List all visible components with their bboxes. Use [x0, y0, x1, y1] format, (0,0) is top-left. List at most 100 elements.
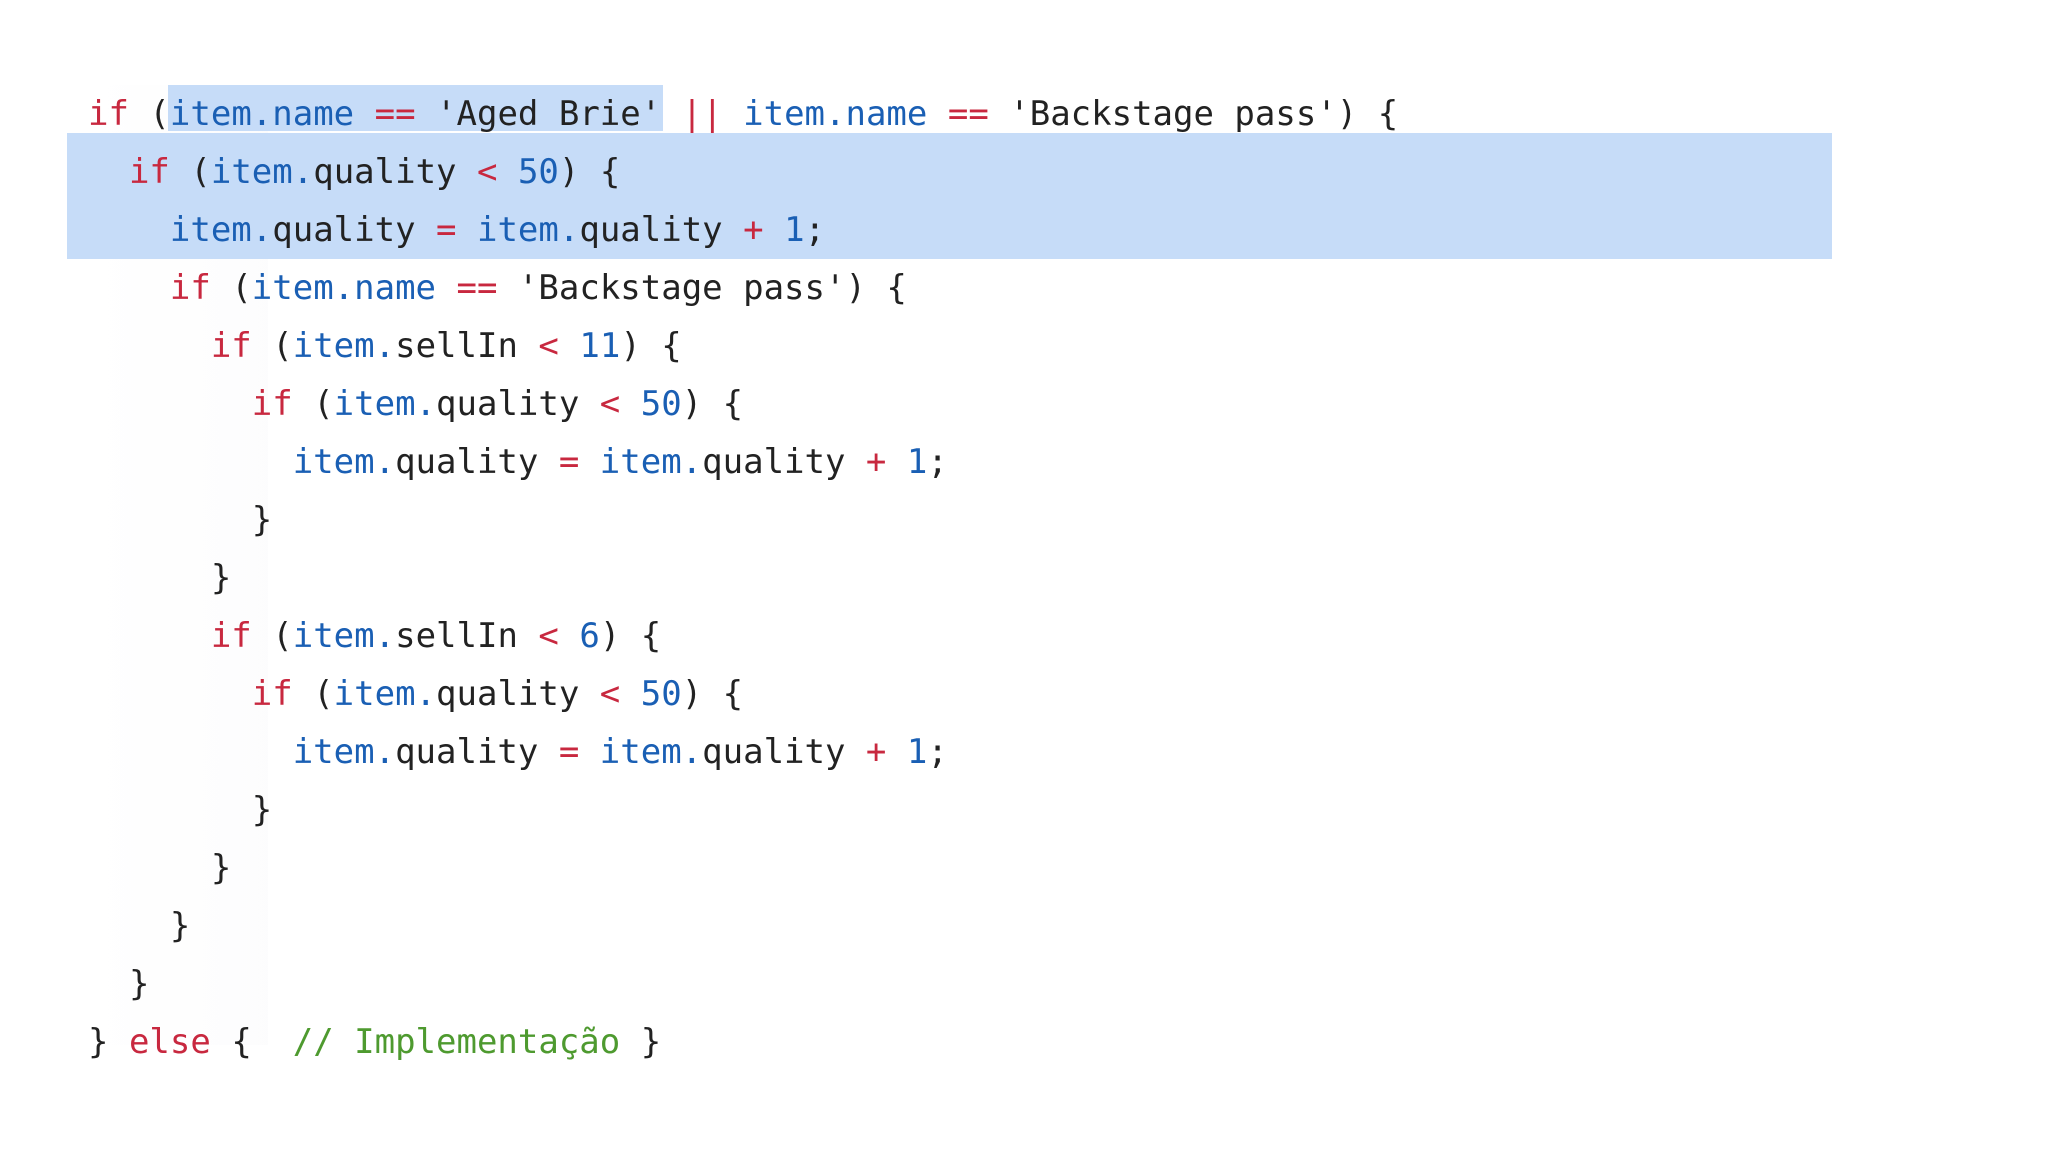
code-line[interactable]: if (item.sellIn < 6) {	[88, 607, 1398, 665]
code-token: ==	[947, 94, 989, 134]
code-line[interactable]: }	[88, 955, 1398, 1013]
code-token: <	[476, 152, 498, 192]
code-token: 11	[579, 326, 621, 366]
code-token: (	[128, 94, 170, 134]
code-token	[764, 210, 784, 250]
code-token	[436, 268, 456, 308]
code-token: 'Aged Brie'	[415, 94, 682, 134]
code-token: 1	[906, 442, 928, 482]
code-token: }	[88, 848, 232, 888]
code-token	[886, 442, 906, 482]
code-token	[927, 94, 947, 134]
code-token: ==	[374, 94, 416, 134]
code-token: (	[251, 616, 293, 656]
code-token: =	[558, 442, 580, 482]
code-line[interactable]: }	[88, 491, 1398, 549]
code-token	[723, 94, 743, 134]
code-token: <	[599, 674, 621, 714]
code-token: item.name	[169, 94, 355, 134]
code-token: }	[88, 558, 232, 598]
code-token: sellIn	[395, 616, 539, 656]
code-token: item.	[292, 326, 396, 366]
code-token: item.	[169, 210, 273, 250]
code-token: 'Backstage pass') {	[497, 268, 907, 308]
code-token: item.	[292, 442, 396, 482]
code-token: 50	[517, 152, 559, 192]
code-token: 50	[640, 384, 682, 424]
code-token	[579, 732, 599, 772]
code-line[interactable]: item.quality = item.quality + 1;	[88, 201, 1398, 259]
code-token: if	[251, 384, 293, 424]
code-token: =	[436, 210, 457, 250]
code-token: if	[128, 152, 170, 192]
code-token	[497, 152, 517, 192]
code-token: }	[88, 906, 191, 946]
code-token	[88, 384, 252, 424]
code-line[interactable]: }	[88, 897, 1398, 955]
code-token: ||	[681, 94, 723, 134]
code-token: if	[210, 326, 252, 366]
code-line[interactable]: if (item.sellIn < 11) {	[88, 317, 1398, 375]
code-token: quality	[395, 442, 559, 482]
code-token: =	[558, 732, 580, 772]
code-token: }	[88, 500, 273, 540]
code-token	[620, 384, 640, 424]
code-token: quality	[436, 384, 600, 424]
code-token	[354, 94, 374, 134]
code-token: item.	[292, 732, 396, 772]
code-token: <	[538, 326, 559, 366]
code-token: if	[88, 94, 129, 134]
code-line[interactable]: }	[88, 839, 1398, 897]
code-token: if	[210, 616, 252, 656]
code-line[interactable]: }	[88, 549, 1398, 607]
code-token: ) {	[558, 152, 621, 192]
code-token: quality	[313, 152, 477, 192]
code-token: 1	[906, 732, 928, 772]
code-line[interactable]: if (item.quality < 50) {	[88, 375, 1398, 433]
code-token	[88, 616, 211, 656]
code-token: ) {	[681, 674, 744, 714]
code-token	[620, 674, 640, 714]
code-token: item.	[476, 210, 580, 250]
code-token: (	[210, 268, 252, 308]
code-token: item.name	[251, 268, 437, 308]
code-token: +	[865, 442, 887, 482]
code-line[interactable]: if (item.quality < 50) {	[88, 665, 1398, 723]
code-token: }	[88, 790, 273, 830]
code-token: quality	[395, 732, 559, 772]
code-token: (	[169, 152, 211, 192]
code-line[interactable]: }	[88, 781, 1398, 839]
code-token	[88, 210, 170, 250]
code-token: if	[169, 268, 211, 308]
code-token: item.	[333, 674, 437, 714]
code-token	[88, 442, 293, 482]
code-line[interactable]: if (item.name == 'Backstage pass') {	[88, 259, 1398, 317]
code-token	[559, 326, 579, 366]
code-token: item.	[333, 384, 437, 424]
code-content[interactable]: if (item.name == 'Aged Brie' || item.nam…	[88, 85, 1398, 1071]
code-token	[88, 326, 211, 366]
code-token: <	[538, 616, 559, 656]
code-token: (	[251, 326, 293, 366]
code-token: +	[743, 210, 764, 250]
code-token: quality	[436, 674, 600, 714]
code-line[interactable]: } else { // Implementação }	[88, 1013, 1398, 1071]
code-token: sellIn	[395, 326, 539, 366]
code-token: 1	[784, 210, 805, 250]
code-token	[88, 268, 170, 308]
code-token	[88, 152, 129, 192]
code-line[interactable]: if (item.quality < 50) {	[88, 143, 1398, 201]
code-token	[559, 616, 579, 656]
code-line[interactable]: item.quality = item.quality + 1;	[88, 433, 1398, 491]
code-token: // Implementação	[292, 1022, 621, 1062]
code-token: ) {	[681, 384, 744, 424]
code-token: ==	[456, 268, 498, 308]
code-token: quality	[272, 210, 437, 250]
selection-highlight-block	[67, 133, 1832, 259]
code-token: item.	[292, 616, 396, 656]
selection-highlight-inline	[168, 85, 663, 131]
code-token: ;	[804, 210, 826, 250]
code-line[interactable]: if (item.name == 'Aged Brie' || item.nam…	[88, 85, 1398, 143]
code-line[interactable]: item.quality = item.quality + 1;	[88, 723, 1398, 781]
